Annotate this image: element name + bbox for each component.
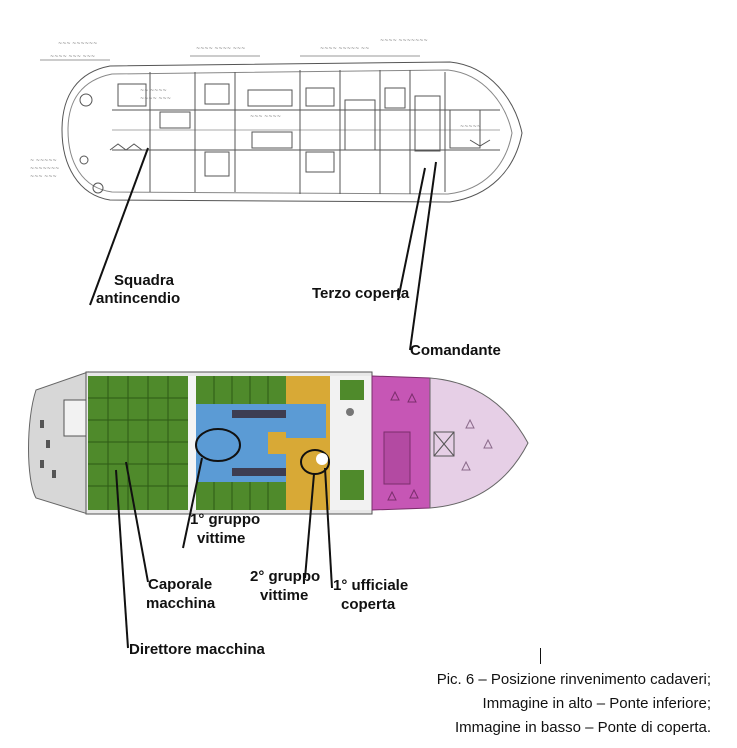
- label-squadra-line2: antincendio: [96, 290, 180, 307]
- svg-text:~~~~ ~~~~ ~~~: ~~~~ ~~~~ ~~~: [196, 46, 245, 52]
- label-gruppo2-line1: 2° gruppo: [250, 568, 320, 585]
- pointer-squadra: [89, 147, 149, 306]
- svg-text:~~~~ ~~~~~~~: ~~~~ ~~~~~~~: [380, 38, 428, 44]
- caption-line-2: Immagine in alto – Ponte inferiore;: [482, 695, 711, 712]
- svg-text:~~ ~~~~: ~~ ~~~~: [140, 88, 167, 94]
- main-deck-plan: [28, 371, 529, 515]
- label-ufficiale-line1: 1° ufficiale: [333, 577, 408, 594]
- bow-area: [429, 377, 529, 509]
- caption-line-1: Pic. 6 – Posizione rinvenimento cadaveri…: [436, 671, 711, 688]
- label-ufficiale-line2: coperta: [341, 596, 396, 613]
- caption-line-3: Immagine in basso – Ponte di coperta.: [455, 719, 711, 736]
- svg-text:~~~ ~~~: ~~~ ~~~: [30, 174, 57, 180]
- svg-text:~~~ ~~~~~~: ~~~ ~~~~~~: [58, 41, 97, 47]
- label-comandante: Comandante: [410, 342, 501, 359]
- lower-deck-scribbles: ~~~ ~~~~~~ ~~~~ ~~~ ~~~ ~~~~ ~~~~ ~~~ ~~…: [30, 38, 481, 180]
- engine-room-area: [88, 376, 188, 510]
- stern-deck: [28, 371, 89, 515]
- label-direttore: Direttore macchina: [129, 641, 266, 658]
- svg-text:~~~~ ~~~~~ ~~: ~~~~ ~~~~~ ~~: [320, 46, 369, 52]
- victims-group-2-marker: [300, 449, 330, 475]
- text-cursor: [540, 648, 541, 664]
- pointer-gruppo1: [182, 457, 203, 549]
- pointer-terzo-coperta-2: [409, 161, 437, 351]
- victims-group-1-marker: [195, 428, 241, 462]
- annotations: Squadra antincendio Terzo coperta Comand…: [96, 272, 501, 658]
- svg-text:~~~~ ~~~ ~~~: ~~~~ ~~~ ~~~: [50, 54, 95, 60]
- pointer-gruppo2: [304, 473, 315, 579]
- svg-text:~~~~ ~~~: ~~~~ ~~~: [140, 96, 171, 102]
- label-gruppo2-line2: vittime: [260, 587, 308, 604]
- pointer-terzo-coperta-1: [397, 167, 426, 301]
- mustard-area: [286, 376, 330, 510]
- figure-caption: Pic. 6 – Posizione rinvenimento cadaveri…: [351, 668, 711, 740]
- lower-deck-hull: [61, 61, 523, 203]
- svg-text:~ ~~~~~: ~ ~~~~~: [30, 158, 57, 164]
- svg-text:~~~~~~~: ~~~~~~~: [30, 166, 59, 172]
- label-gruppo1-line2: vittime: [197, 530, 245, 547]
- pointer-direttore: [115, 469, 129, 649]
- pointer-lines: [89, 147, 437, 649]
- pointer-ufficiale: [324, 467, 333, 589]
- label-squadra-line1: Squadra: [114, 272, 175, 289]
- label-gruppo1-line1: 1° gruppo: [190, 511, 260, 528]
- label-caporale-line1: Caporale: [148, 576, 212, 593]
- pointer-caporale: [125, 461, 149, 583]
- lower-deck-plan: [40, 55, 523, 203]
- label-caporale-line2: macchina: [146, 595, 216, 612]
- label-terzo-coperta: Terzo coperta: [312, 285, 410, 302]
- svg-text:~~~ ~~~~: ~~~ ~~~~: [250, 114, 281, 120]
- svg-text:~~~~~: ~~~~~: [460, 124, 481, 130]
